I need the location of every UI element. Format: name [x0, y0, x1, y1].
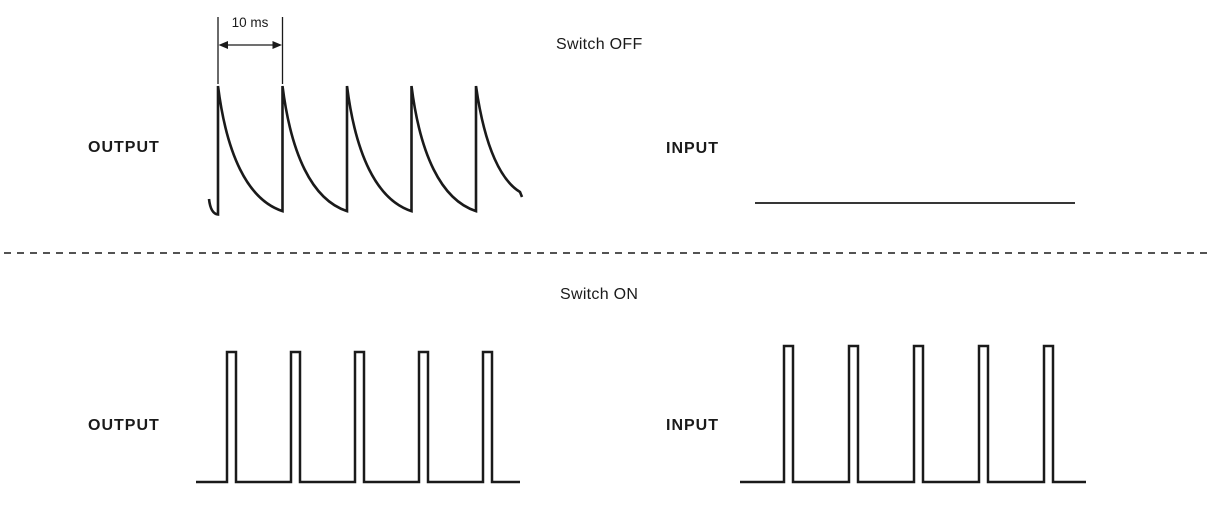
bottom-output-label: OUTPUT	[88, 417, 160, 434]
top-output-label: OUTPUT	[88, 139, 160, 156]
top-input-label: INPUT	[666, 140, 719, 157]
bottom-panel-title: Switch ON	[560, 286, 639, 303]
timing-arrowhead-right	[272, 41, 282, 49]
timing-arrowhead-left	[218, 41, 228, 49]
bottom-input-label: INPUT	[666, 417, 719, 434]
pulse-train-input-waveform	[740, 344, 1086, 484]
sawtooth-output-waveform	[207, 85, 524, 216]
timing-annotation-label: 10 ms	[231, 15, 269, 30]
pulse-train-output-waveform	[196, 350, 520, 484]
top-panel-title: Switch OFF	[556, 36, 643, 53]
